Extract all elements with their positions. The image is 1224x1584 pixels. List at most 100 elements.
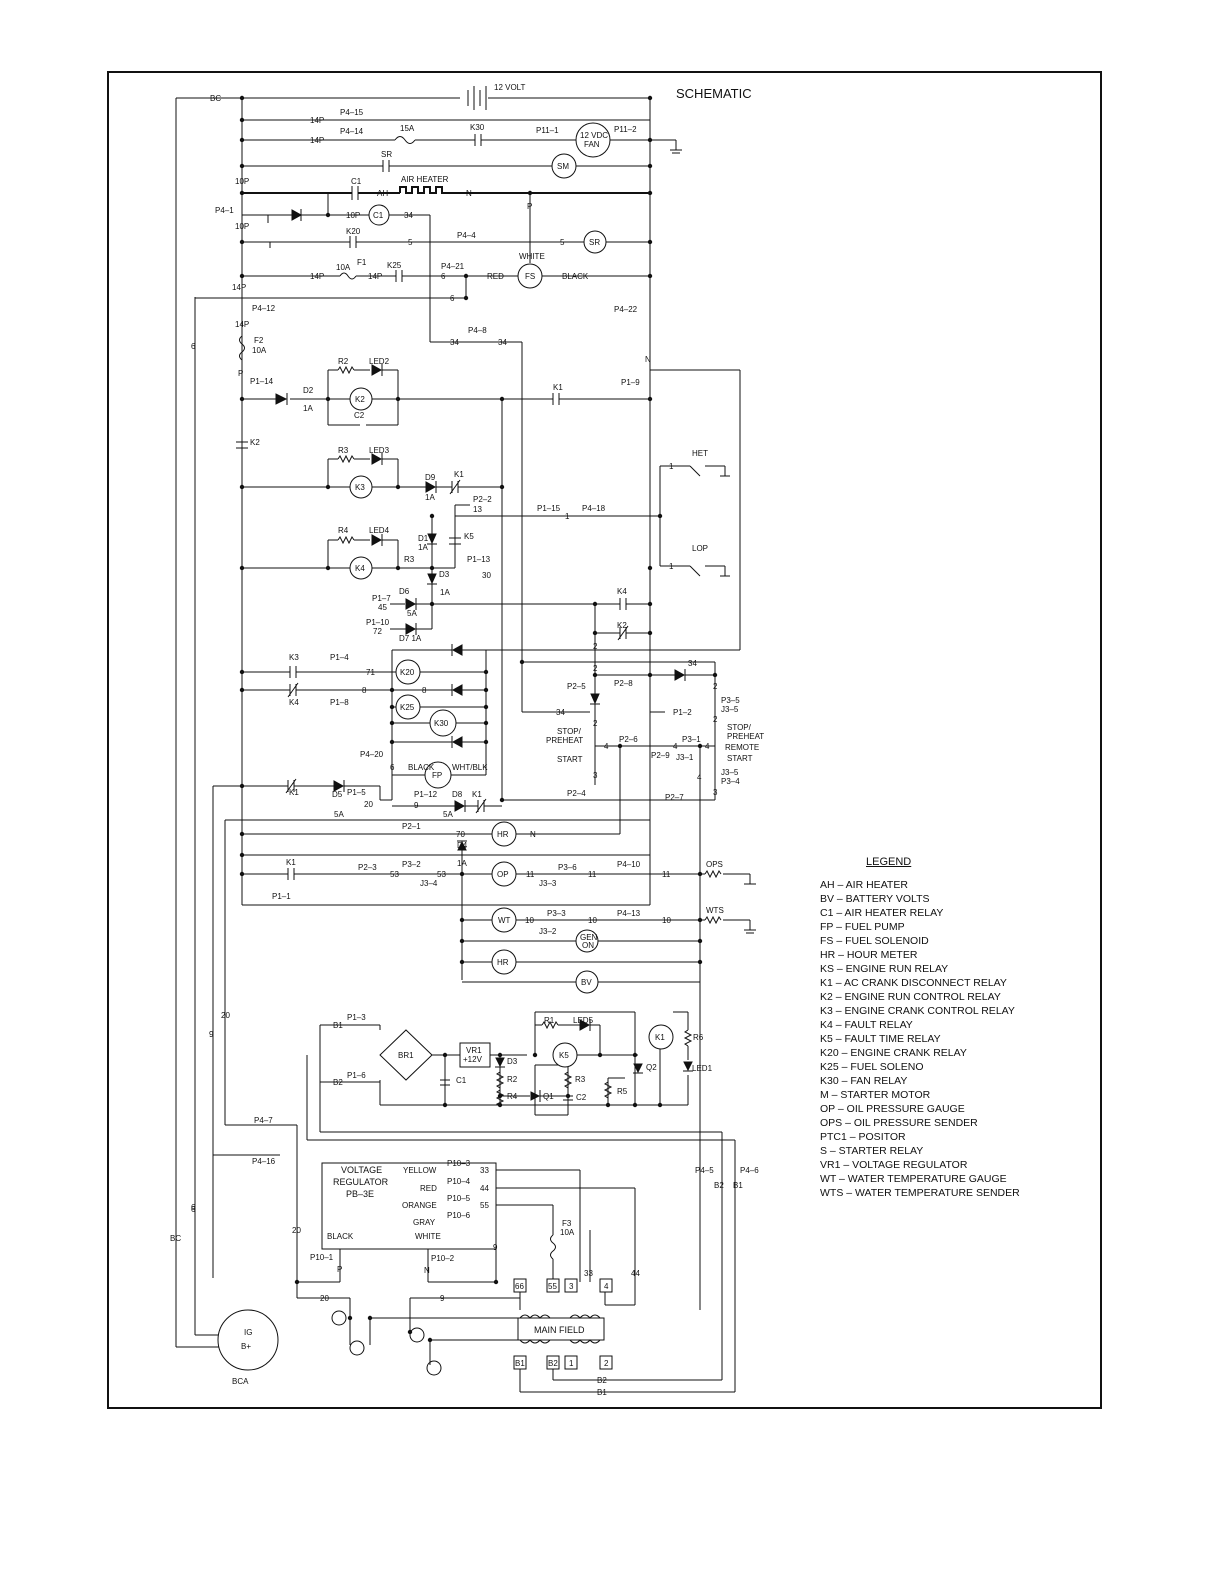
label-d4-1a: 1A xyxy=(457,859,467,868)
label-p11-2: P11–2 xyxy=(614,125,637,134)
diode-p2-5 xyxy=(590,693,600,705)
label-53-a: 53 xyxy=(390,870,399,879)
diode-d9 xyxy=(425,481,437,493)
label-6-d: 6 xyxy=(390,763,395,772)
diode-d-top xyxy=(291,209,303,221)
label-orange: ORANGE xyxy=(402,1201,437,1210)
label-k1-nc-c: K1 xyxy=(472,790,482,799)
diodes xyxy=(275,209,693,1102)
label-vreg-b: REGULATOR xyxy=(333,1177,389,1187)
label-p1-9: P1–9 xyxy=(621,378,640,387)
terminal-boxes xyxy=(513,1278,613,1370)
legend-item: K20 – ENGINE CRANK RELAY xyxy=(820,1047,967,1059)
label-34-d: 34 xyxy=(688,659,697,668)
label-preheat-a: PREHEAT xyxy=(546,736,583,745)
label-10p-b: 10P xyxy=(235,222,249,231)
label-34-c: 34 xyxy=(498,338,507,347)
bca-circle xyxy=(217,1309,279,1371)
label-45: 45 xyxy=(378,603,387,612)
label-k1-coil-b: K1 xyxy=(655,1033,665,1042)
label-p4-8: P4–8 xyxy=(468,326,487,335)
label-k25: K25 xyxy=(387,261,402,270)
label-preheat-b: PREHEAT xyxy=(727,732,764,741)
label-k1-no-b: K1 xyxy=(286,858,296,867)
label-p1-3: P1–3 xyxy=(347,1013,366,1022)
label-f3: F3 xyxy=(562,1219,572,1228)
label-k1-nc-a: K1 xyxy=(454,470,464,479)
label-c2b: C2 xyxy=(576,1093,587,1102)
schematic-frame xyxy=(107,71,1102,1409)
terminal-66: 66 xyxy=(515,1282,524,1291)
legend-item: KS – ENGINE RUN RELAY xyxy=(820,963,949,975)
label-9-c: 9 xyxy=(493,1243,498,1252)
legend-item: FP – FUEL PUMP xyxy=(820,921,905,933)
label-red-top: RED xyxy=(487,272,504,281)
label-p3-1: P3–1 xyxy=(682,735,701,744)
label-k5-coil: K5 xyxy=(559,1051,569,1060)
label-n-ah: N xyxy=(466,189,472,198)
label-b2-a: B2 xyxy=(333,1078,343,1087)
label-remote-b: REMOTE xyxy=(725,743,759,752)
legend-item: OP – OIL PRESSURE GAUGE xyxy=(820,1103,965,1115)
label-p4-12: P4–12 xyxy=(252,304,276,313)
diode-d6 xyxy=(405,598,417,610)
diode-q2 xyxy=(633,1063,643,1074)
label-13: 13 xyxy=(473,505,482,514)
legend-item: K5 – FAULT TIME RELAY xyxy=(820,1033,941,1045)
schematic-labels: SCHEMATIC BC 12 VOLT P4–15 14P P4–14 14P… xyxy=(170,83,764,1397)
k30-circle xyxy=(429,709,457,737)
label-b1-b: B1 xyxy=(733,1181,743,1190)
label-ops: OPS xyxy=(706,860,723,869)
label-hr-b: HR xyxy=(497,958,509,967)
label-r1: R1 xyxy=(544,1016,555,1025)
diode-led2 xyxy=(371,364,383,376)
label-10-b: 10 xyxy=(588,916,597,925)
label-on: ON xyxy=(582,941,594,950)
label-vreg-a: VOLTAGE xyxy=(341,1165,382,1175)
label-d2: D2 xyxy=(303,386,314,395)
label-k2-coil: K2 xyxy=(355,395,365,404)
label-12volt: 12 VOLT xyxy=(494,83,526,92)
legend-item: K3 – ENGINE CRANK CONTROL RELAY xyxy=(820,1005,1015,1017)
label-p1-6: P1–6 xyxy=(347,1071,366,1080)
label-10a: 10A xyxy=(336,263,351,272)
terminal-55: 55 xyxy=(548,1282,557,1291)
label-d9: D9 xyxy=(425,473,436,482)
label-j3-5b: J3–5 xyxy=(721,768,739,777)
op-circle xyxy=(491,861,517,887)
label-4-b: 4 xyxy=(673,742,678,751)
label-vr1-v: +12V xyxy=(463,1055,483,1064)
label-p4-16: P4–16 xyxy=(252,1157,276,1166)
label-n-mid: N xyxy=(645,355,651,364)
label-n-hr: N xyxy=(530,830,536,839)
label-k25-coil: K25 xyxy=(400,703,415,712)
label-r5: R5 xyxy=(617,1087,628,1096)
label-6-b: 6 xyxy=(450,294,455,303)
label-c1-coil: C1 xyxy=(373,211,384,220)
wires xyxy=(175,86,756,1393)
label-red: RED xyxy=(420,1184,437,1193)
label-led1: LED1 xyxy=(692,1064,713,1073)
diode-d5 xyxy=(333,780,345,792)
label-p10-1: P10–1 xyxy=(310,1253,334,1262)
label-34-e: 34 xyxy=(556,708,565,717)
bridge-rectifier xyxy=(379,1029,433,1081)
legend: LEGEND AH – AIR HEATER BV – BATTERY VOLT… xyxy=(820,856,1060,1200)
gen-on-circle xyxy=(575,929,599,953)
label-p3-2: P3–2 xyxy=(402,860,421,869)
label-k2-nc: K2 xyxy=(617,621,627,630)
label-11-c: 11 xyxy=(662,870,671,879)
legend-item: AH – AIR HEATER xyxy=(820,879,908,891)
label-10p-c: 10P xyxy=(346,211,360,220)
schematic-title: SCHEMATIC xyxy=(676,86,752,101)
label-black-top: BLACK xyxy=(562,272,589,281)
label-33-a: 33 xyxy=(480,1166,489,1175)
label-d3b: D3 xyxy=(507,1057,518,1066)
label-j3-1: J3–1 xyxy=(676,753,694,762)
label-70: 70 xyxy=(456,830,465,839)
label-p2-9: P2–9 xyxy=(651,751,670,760)
label-53-b: 53 xyxy=(437,870,446,879)
label-p1-14: P1–14 xyxy=(250,377,274,386)
terminal-b1: B1 xyxy=(515,1359,525,1368)
label-2-e: 2 xyxy=(593,664,598,673)
